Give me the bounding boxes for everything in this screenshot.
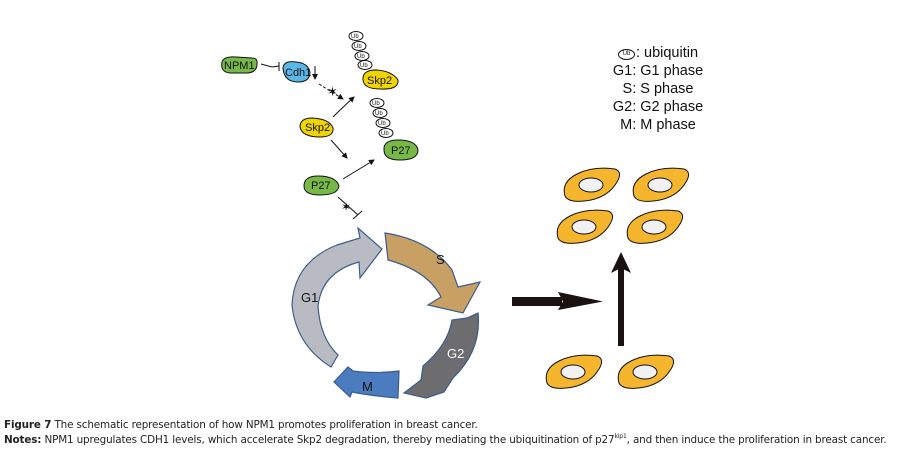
skp2-node: Skp2 <box>299 117 334 138</box>
block-cross-icon: ✶ <box>341 200 351 214</box>
cell-icon <box>632 167 690 202</box>
svg-text:Ub: Ub <box>372 101 380 107</box>
cell-icon <box>563 167 621 202</box>
figure-title: Figure 7 The schematic representation of… <box>4 419 478 431</box>
p27-ubiquitin-chain: Ub Ub Ub Ub <box>369 98 394 138</box>
svg-text:Ub: Ub <box>360 63 368 69</box>
ubiquitin-icon: Ub <box>372 108 388 118</box>
legend-row-m: M: M phase <box>620 117 696 133</box>
phase-label-g2: G2 <box>447 346 464 361</box>
ubiquitin-icon: Ub <box>369 98 385 108</box>
skp2-ubiquitination-arrow <box>332 96 355 118</box>
npm1-pathway-diagram: NPM1 Cdh1 ✶ Skp2 Ub Ub Ub Ub Skp2 Ub Ub … <box>221 31 690 399</box>
cell-cycle-phase-g1 <box>291 226 383 368</box>
cell-cycle: G1 S G2 M <box>291 226 482 399</box>
inhibit-bar-icon <box>352 210 363 220</box>
svg-text:Ub: Ub <box>378 121 386 127</box>
cell-icon <box>617 354 675 389</box>
ubiquitin-icon: Ub <box>617 49 635 60</box>
notes-label: Notes: <box>4 433 42 446</box>
p27-label: P27 <box>311 180 331 192</box>
legend-row-g2: G2: G2 phase <box>612 99 704 115</box>
ubiquitin-icon: Ub <box>348 31 364 41</box>
cell-icon <box>545 354 603 389</box>
phase-label-g1: G1 <box>301 290 318 305</box>
figure-notes: Notes: NPM1 upregulates CDH1 levels, whi… <box>4 432 887 446</box>
cell-cycle-phase-s <box>384 232 482 314</box>
legend-row-s: S: S phase <box>622 81 694 97</box>
cell-cycle-phase-g2 <box>402 312 480 399</box>
cells-after-proliferation <box>556 167 690 244</box>
cell-cycle-phase-m <box>333 366 400 399</box>
skp2-to-p27-arrow <box>330 139 348 159</box>
cell-icon <box>626 209 684 244</box>
p27-node: P27 <box>303 175 340 196</box>
npm1-node: NPM1 <box>221 56 258 74</box>
phase-label-m: M <box>362 379 373 394</box>
ubiquitin-icon: Ub <box>375 118 391 128</box>
proliferation-up-arrow <box>611 252 631 346</box>
phase-label-s: S <box>436 252 445 267</box>
figure-label: Figure 7 <box>4 419 52 431</box>
cdh1-label: Cdh1 <box>285 67 311 79</box>
skp2-label: Skp2 <box>305 122 330 134</box>
cdh1-node: Cdh1 <box>282 61 311 83</box>
cell-icon <box>556 209 614 244</box>
svg-text:Ub: Ub <box>357 54 365 60</box>
cells-before-proliferation <box>545 354 675 389</box>
figure-caption: Figure 7 The schematic representation of… <box>4 418 922 447</box>
skp2-ubiquitinated-node: Skp2 <box>362 69 399 90</box>
legend-row-g1: G1: G1 phase <box>612 63 704 79</box>
ubiquitin-icon: Ub <box>357 60 373 70</box>
legend-row-ubiquitin: Ub: ubiquitin <box>588 44 728 62</box>
ubiquitin-icon: Ub <box>351 41 367 51</box>
p27-ubiquitinated-node: P27 <box>383 139 419 161</box>
npm1-label: NPM1 <box>224 60 255 72</box>
npm1-inhibits-cdh1-line <box>260 63 280 68</box>
p27-ub-label: P27 <box>391 145 411 157</box>
p27-ubiquitination-arrow <box>342 159 375 180</box>
svg-text:Ub: Ub <box>351 34 359 40</box>
skp2-ub-label: Skp2 <box>367 75 392 87</box>
p27-inhibits-cycle-line <box>337 196 359 216</box>
skp2-ubiquitin-chain: Ub Ub Ub Ub <box>348 31 373 70</box>
svg-text:Ub: Ub <box>375 111 383 117</box>
svg-text:Ub: Ub <box>354 44 362 50</box>
svg-text:Ub: Ub <box>381 131 389 137</box>
legend: Ub: ubiquitin G1: G1 phase S: S phase G2… <box>588 44 728 134</box>
ubiquitin-icon: Ub <box>378 128 394 138</box>
proliferation-right-arrow <box>512 292 603 310</box>
ubiquitin-icon: Ub <box>354 51 370 61</box>
block-cross-icon: ✶ <box>327 85 338 100</box>
